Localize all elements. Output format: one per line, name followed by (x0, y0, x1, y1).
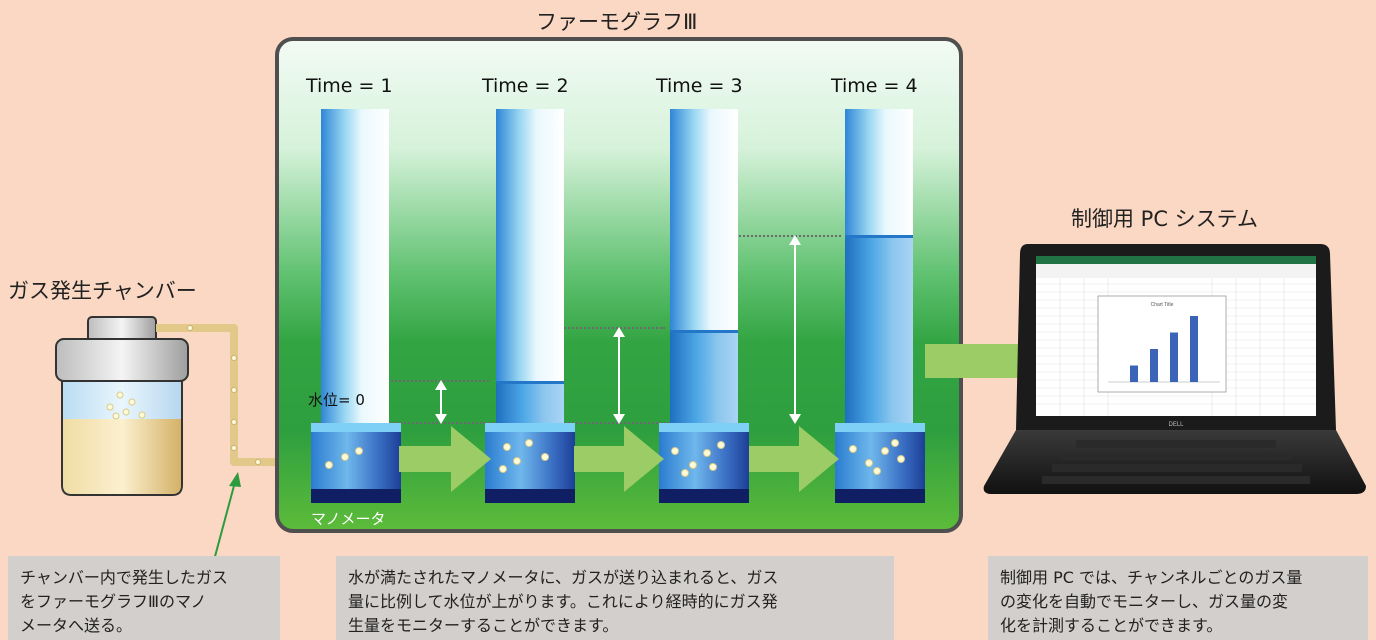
level-arrow-2 (613, 327, 625, 424)
note-chamber-line-3: メータへ送る。 (20, 616, 133, 635)
manometer-base-1 (311, 423, 401, 503)
laptop-chart-bar (1190, 316, 1198, 382)
manometer-base-4 (835, 423, 925, 503)
level-arrow-3 (789, 235, 801, 424)
manometer-tube-2 (496, 109, 564, 424)
note-pc-line-1: 制御用 PC では、チャンネルごとのガス量 (1000, 568, 1303, 587)
level-guide-1 (379, 380, 489, 382)
laptop-brand: DELL (1168, 422, 1184, 428)
step-arrow-2 (574, 426, 664, 492)
laptop-chart-bars (1130, 316, 1198, 382)
level-arrow-1 (435, 380, 447, 424)
laptop-chart-bar (1130, 365, 1138, 382)
farmograph-title: ファーモグラフⅢ (536, 10, 698, 34)
gas-chamber-jar (50, 315, 200, 500)
pointer-arrow (212, 472, 241, 565)
pc-system-title: 制御用 PC システム (1071, 207, 1259, 231)
step-arrow-1 (399, 426, 491, 492)
note-manometer-line-2: 量に比例して水位が上がります。これにより経時的にガス発 (348, 592, 778, 611)
note-chamber-line-1: チャンバー内で発生したガス (20, 568, 228, 587)
time-label-2: Time = 2 (482, 75, 569, 97)
manometer-label: マノメータ (311, 510, 386, 528)
level-guide-2 (545, 327, 665, 329)
note-chamber: チャンバー内で発生したガス をファーモグラフⅢのマノ メータへ送る。 (8, 556, 280, 640)
water-level-label: 水位= 0 (308, 391, 365, 409)
time-label-4: Time = 4 (831, 75, 918, 97)
manometer-tube-1 (321, 109, 389, 424)
laptop-chart-bar (1170, 332, 1178, 382)
chamber-title: ガス発生チャンバー (8, 279, 197, 303)
manometer-base-2 (485, 423, 575, 503)
time-label-3: Time = 3 (656, 75, 743, 97)
note-pc: 制御用 PC では、チャンネルごとのガス量 の変化を自動でモニターし、ガス量の変… (988, 556, 1368, 640)
note-pc-line-3: 化を計測することができます。 (1000, 616, 1223, 635)
level-guide-3 (739, 235, 841, 237)
laptop-chart-bar (1150, 349, 1158, 382)
laptop: Chart Title DELL (980, 240, 1370, 500)
time-label-1: Time = 1 (306, 75, 393, 97)
step-arrow-3 (749, 426, 839, 492)
manometer-tube-4 (845, 109, 913, 424)
note-manometer-line-3: 生量をモニターすることができます。 (348, 616, 619, 635)
farmograph-panel: Time = 1 Time = 2 Time = 3 Time = 4 水位= … (275, 37, 963, 533)
note-pc-line-2: の変化を自動でモニターし、ガス量の変 (1000, 592, 1289, 611)
laptop-chart-title: Chart Title (1151, 302, 1174, 308)
note-manometer-line-1: 水が満たされたマノメータに、ガスが送り込まれると、ガス (348, 568, 779, 587)
manometer-tube-3 (670, 109, 738, 424)
note-manometer: 水が満たされたマノメータに、ガスが送り込まれると、ガス 量に比例して水位が上がり… (336, 556, 894, 640)
note-chamber-line-2: をファーモグラフⅢのマノ (20, 592, 207, 611)
gas-pipe (156, 324, 312, 466)
manometer-base-3 (659, 423, 749, 503)
